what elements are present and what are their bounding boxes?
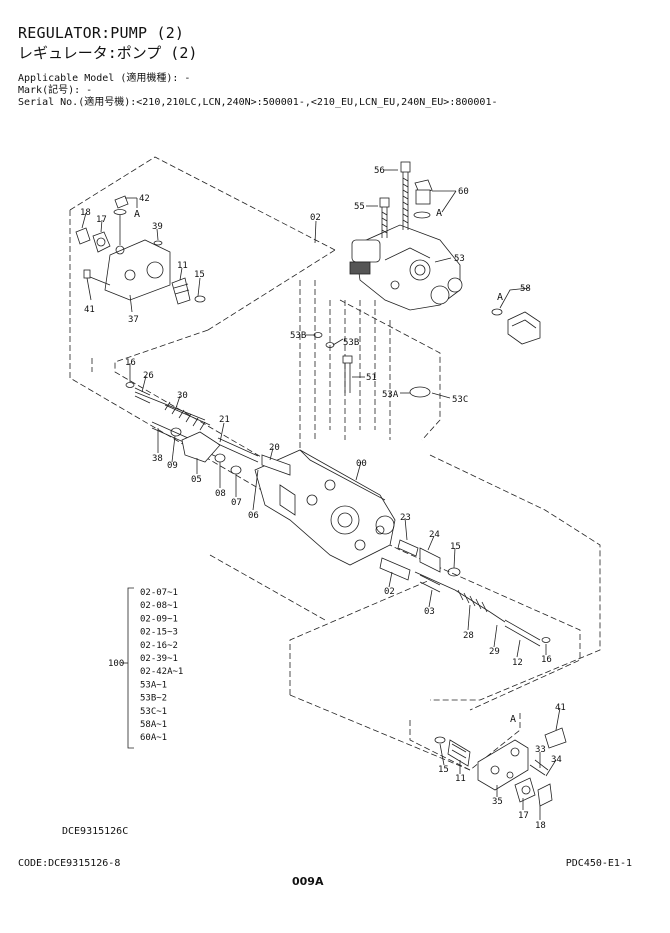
page-number: 009A bbox=[292, 875, 324, 888]
callout-39: 39 bbox=[152, 222, 163, 232]
regulator-body bbox=[254, 449, 396, 566]
callout-15: 15 bbox=[438, 765, 449, 775]
callout-16: 16 bbox=[541, 655, 552, 665]
kit-item: 53C~1 bbox=[140, 707, 167, 717]
right-spool-train bbox=[379, 539, 551, 647]
callout-30: 30 bbox=[177, 391, 188, 401]
callout-11: 11 bbox=[455, 774, 466, 784]
drawing-number: DCE9315126C bbox=[62, 826, 129, 837]
callout-28: 28 bbox=[463, 631, 474, 641]
callout-42: 42 bbox=[139, 194, 150, 204]
reference-code: PDC450-E1-1 bbox=[565, 858, 632, 869]
callout-53c: 53C bbox=[452, 395, 468, 405]
callout-51: 51 bbox=[366, 373, 377, 383]
kit-item-list: 02-07~1 02-08~1 02-09~1 02-15~3 02-16~2 02-39… bbox=[140, 588, 183, 743]
mark: Mark(記号): - bbox=[18, 85, 93, 96]
o-rings-53 bbox=[313, 332, 431, 398]
kit-item: 02-42A~1 bbox=[140, 667, 183, 677]
kit-item: 60A~1 bbox=[140, 733, 167, 743]
callout-18: 18 bbox=[80, 208, 91, 218]
kit-item: 02-08~1 bbox=[140, 601, 178, 611]
screw-55 bbox=[379, 197, 390, 238]
callout-58: 58 bbox=[520, 284, 531, 294]
callout-02: 02 bbox=[384, 587, 395, 597]
callout-33: 33 bbox=[535, 745, 546, 755]
title-english: REGULATOR:PUMP (2) bbox=[18, 24, 185, 42]
callout-a: A bbox=[510, 714, 516, 725]
callout-09: 09 bbox=[167, 461, 178, 471]
callout-07: 07 bbox=[231, 498, 242, 508]
upper-left-block-37 bbox=[75, 195, 206, 305]
callout-02: 02 bbox=[310, 213, 321, 223]
callout-26: 26 bbox=[143, 371, 154, 381]
screw-56 bbox=[400, 161, 411, 230]
callout-23: 23 bbox=[400, 513, 411, 523]
kit-item: 02-39~1 bbox=[140, 654, 178, 664]
callout-a: A bbox=[497, 292, 503, 303]
kit-bracket bbox=[122, 587, 134, 749]
kit-item: 02-15~3 bbox=[140, 628, 178, 638]
callout-37: 37 bbox=[128, 315, 139, 325]
callout-38: 38 bbox=[152, 454, 163, 464]
callout-11: 11 bbox=[177, 261, 188, 271]
callout-15: 15 bbox=[450, 542, 461, 552]
callout-53b: 53B bbox=[290, 331, 306, 341]
assembly-outline bbox=[69, 156, 601, 771]
callout-53: 53 bbox=[454, 254, 465, 264]
plug-60 bbox=[413, 179, 433, 219]
callout-17: 17 bbox=[518, 811, 529, 821]
callout-a: A bbox=[134, 209, 140, 220]
kit-item: 02-09~1 bbox=[140, 614, 178, 624]
callout-18: 18 bbox=[535, 821, 546, 831]
callout-41: 41 bbox=[84, 305, 95, 315]
kit-item: 53B~2 bbox=[140, 694, 167, 704]
callout-24: 24 bbox=[429, 530, 440, 540]
callout-56: 56 bbox=[374, 166, 385, 176]
applicable-model: Applicable Model (適用機種): - bbox=[18, 73, 191, 84]
callout-34: 34 bbox=[551, 755, 562, 765]
callout-08: 08 bbox=[215, 489, 226, 499]
callout-35: 35 bbox=[492, 797, 503, 807]
callout-53a: 53A bbox=[382, 390, 399, 400]
kit-item: 58A~1 bbox=[140, 720, 167, 730]
leader-lines bbox=[81, 169, 561, 820]
left-spool-train bbox=[125, 382, 291, 476]
callout-06: 06 bbox=[248, 511, 259, 521]
callout-03: 03 bbox=[424, 607, 435, 617]
callout-41: 41 bbox=[555, 703, 566, 713]
solenoid-valve-assembly bbox=[349, 224, 463, 311]
lower-right-block-35 bbox=[434, 727, 567, 807]
callout-21: 21 bbox=[219, 415, 230, 425]
kit-item: 53A~1 bbox=[140, 680, 167, 690]
serial-no: Serial No.(適用号機):<210,210LC,LCN,240N>:50… bbox=[18, 97, 498, 108]
callout-55: 55 bbox=[354, 202, 365, 212]
pressure-sensor-58 bbox=[491, 308, 541, 345]
callout-05: 05 bbox=[191, 475, 202, 485]
callout-29: 29 bbox=[489, 647, 500, 657]
callout-20: 20 bbox=[269, 443, 280, 453]
code-number: CODE:DCE9315126-8 bbox=[18, 858, 121, 869]
callout-53b: 53B bbox=[343, 338, 359, 348]
callout-a: A bbox=[436, 208, 442, 219]
callout-15: 15 bbox=[194, 270, 205, 280]
title-japanese: レギュレータ:ポンプ (2) bbox=[18, 44, 198, 62]
callout-17: 17 bbox=[96, 215, 107, 225]
kit-number: 100 bbox=[108, 659, 124, 669]
callout-12: 12 bbox=[512, 658, 523, 668]
callout-60: 60 bbox=[458, 187, 469, 197]
callout-00: 00 bbox=[356, 459, 367, 469]
callout-16: 16 bbox=[125, 358, 136, 368]
kit-item: 02-16~2 bbox=[140, 641, 178, 651]
kit-item: 02-07~1 bbox=[140, 588, 178, 598]
